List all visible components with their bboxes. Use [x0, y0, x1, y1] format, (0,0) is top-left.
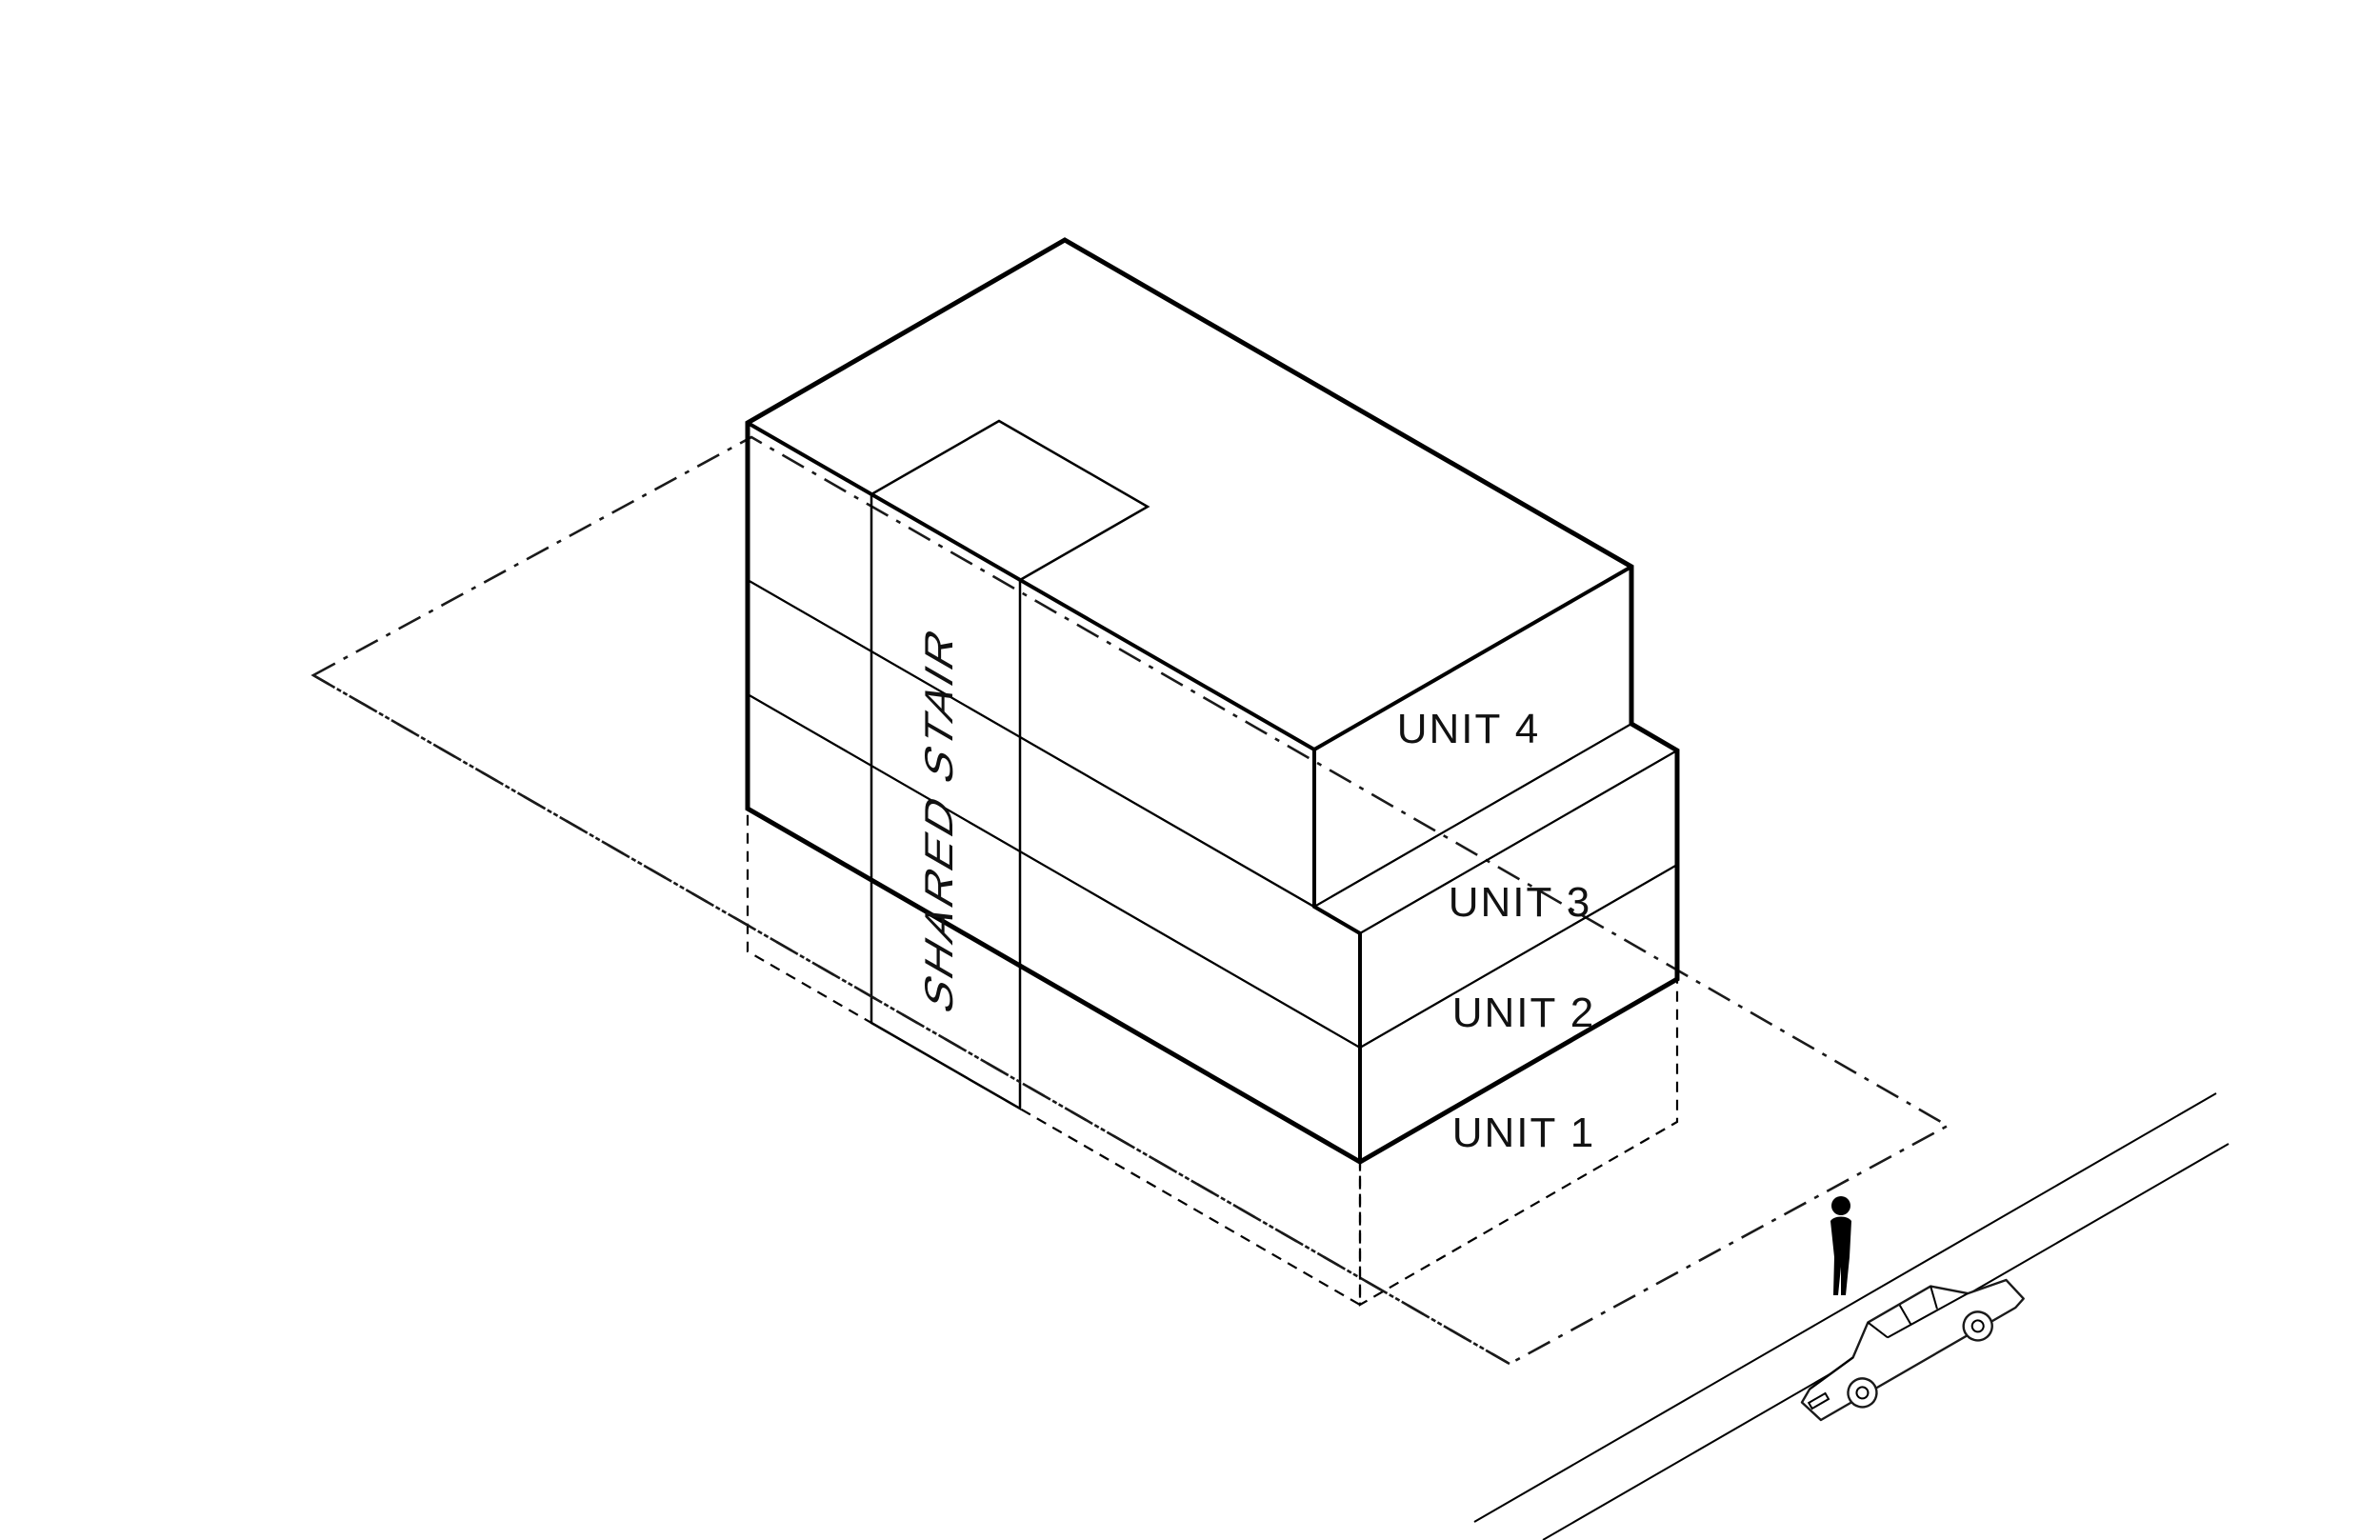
unit-1-label: UNIT 1	[1452, 1110, 1596, 1156]
car-grille	[1807, 1391, 1830, 1410]
person-figure	[1830, 1196, 1851, 1295]
shared-stair-label: SHARED STAIR	[918, 616, 962, 1022]
shared-stair: SHARED STAIR	[869, 419, 1150, 1111]
unit-1-front-face	[746, 807, 1362, 1307]
lot-boundary-front-overlay	[312, 673, 1510, 1366]
floor-division-lines	[747, 579, 1678, 1049]
car-rear-wheel	[1847, 1377, 1878, 1409]
unit-3-label: UNIT 3	[1449, 879, 1592, 926]
unit-2-front-face	[747, 692, 1361, 1164]
unit-4-label: UNIT 4	[1397, 706, 1541, 752]
building-heavy-outline	[745, 237, 1680, 1165]
lot-boundary	[310, 435, 1950, 1366]
stair-front-face	[870, 491, 1022, 1111]
street-line-far	[1473, 1092, 2217, 1523]
unit-2-label: UNIT 2	[1452, 990, 1596, 1036]
stair-roof-face	[869, 419, 1150, 582]
car-outline	[1800, 1278, 2025, 1422]
person-head	[1831, 1196, 1850, 1215]
roof-right-front-edge	[1313, 565, 1632, 751]
car-front-wheel	[1962, 1310, 1993, 1342]
roof-front-edge	[747, 421, 1362, 1162]
building: SHARED STAIR UNIT 4 UNIT 3 UNIT 2 UNIT 1	[745, 237, 1680, 1307]
car-front-hub	[1970, 1319, 1985, 1333]
car-rear-hub	[1855, 1386, 1870, 1400]
street	[1473, 1092, 2230, 1540]
person-body	[1830, 1216, 1851, 1295]
roof-face	[745, 238, 1634, 751]
unit-4-front-face	[747, 421, 1315, 909]
car-window-lines	[1809, 1286, 1969, 1390]
